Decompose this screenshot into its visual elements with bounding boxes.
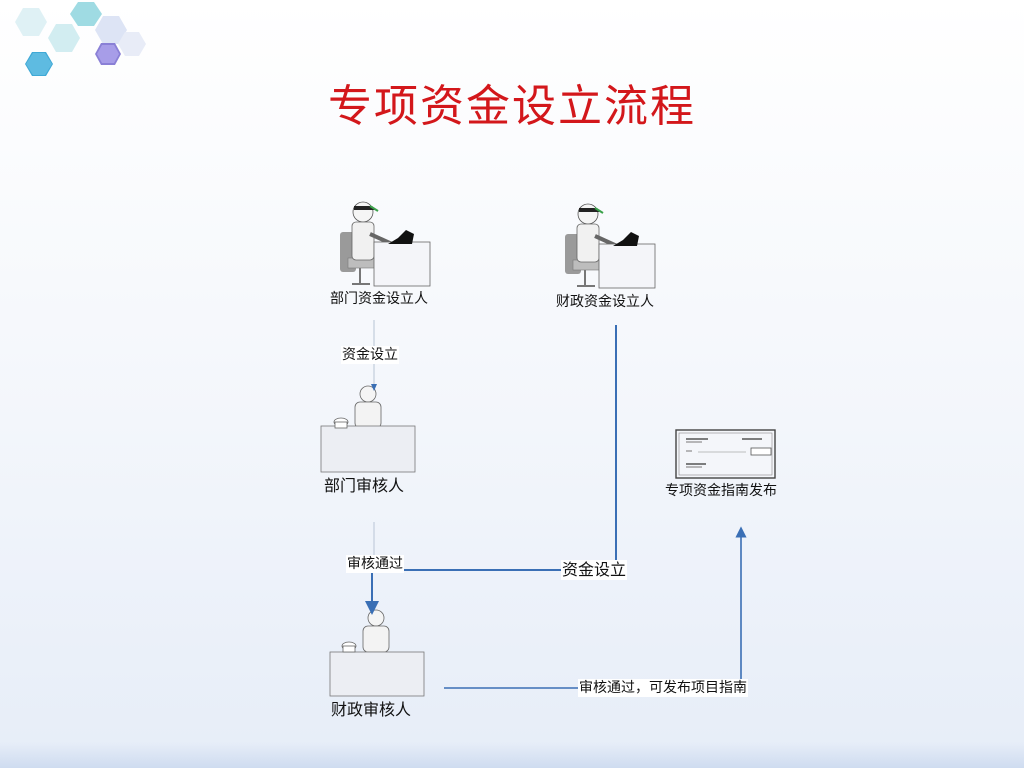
- node-label-guide-publish: 专项资金指南发布: [665, 483, 777, 499]
- edge-label-review-passed: 审核通过: [346, 555, 404, 573]
- edge-label-review-publish: 审核通过，可发布项目指南: [578, 679, 748, 697]
- hexagon-decoration: [15, 2, 146, 76]
- connector-finance-reviewer-to-guide: [444, 526, 747, 689]
- connector-dept-reviewer-to-finance-reviewer: [365, 522, 379, 615]
- edge-label-fund-setup-dept: 资金设立: [341, 346, 399, 364]
- node-label-dept-reviewer: 部门审核人: [324, 476, 405, 495]
- node-label-finance-creator: 财政资金设立人: [556, 294, 654, 310]
- page-title: 专项资金设立流程: [328, 81, 696, 132]
- node-label-dept-creator: 部门资金设立人: [330, 291, 428, 307]
- person-at-desk-icon: [329, 609, 425, 697]
- node-label-finance-reviewer: 财政审核人: [331, 700, 412, 719]
- person-at-desk-icon: [320, 385, 416, 473]
- person-at-computer-icon: [565, 203, 656, 289]
- document-form-icon: [675, 429, 776, 479]
- bottom-band: [0, 742, 1024, 768]
- edge-label-fund-setup-finance: 资金设立: [561, 560, 628, 580]
- person-at-computer-icon: [340, 201, 431, 287]
